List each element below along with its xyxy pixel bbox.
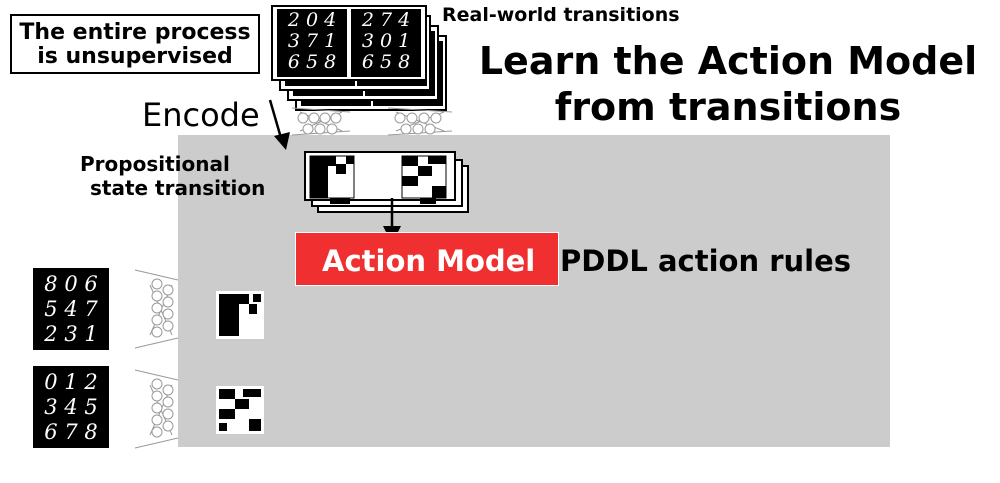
action-model-label: Action Model bbox=[322, 244, 536, 278]
state-bits-before bbox=[309, 155, 355, 199]
background-panel bbox=[178, 135, 890, 447]
title-line-2: from transitions bbox=[554, 85, 902, 129]
pddl-rules-label: PDDL action rules bbox=[560, 244, 852, 278]
mnist-panel-1 bbox=[33, 268, 109, 350]
propositional-line-1: Propositional bbox=[80, 152, 230, 176]
mnist-before-row-3: 6 5 8 bbox=[287, 51, 337, 73]
encoder-network-left bbox=[134, 269, 179, 449]
mnist-left-2-row-2: 3 4 5 bbox=[44, 395, 98, 419]
state-bits-left-1 bbox=[216, 291, 264, 339]
mnist-after-image bbox=[351, 9, 421, 77]
mnist-before-image bbox=[277, 9, 347, 77]
state-bits-after bbox=[401, 155, 447, 199]
mnist-left-panels bbox=[33, 268, 109, 448]
propositional-line-2: state transition bbox=[90, 176, 266, 200]
real-world-transition-stack bbox=[271, 5, 447, 111]
mnist-before-row-1: 2 0 4 bbox=[287, 9, 337, 31]
unsupervised-note: The entire process is unsupervised bbox=[10, 14, 260, 74]
mnist-left-1-row-3: 2 3 1 bbox=[44, 322, 98, 346]
equals-sign: = bbox=[530, 242, 556, 278]
encode-label: Encode bbox=[142, 96, 260, 134]
action-model-box bbox=[295, 232, 559, 286]
mnist-after-row-2: 3 0 1 bbox=[361, 30, 411, 52]
mnist-left-1-digits: 8 0 6 5 4 7 2 3 1 bbox=[33, 272, 109, 347]
real-world-label: Real-world transitions bbox=[442, 4, 680, 26]
mnist-after-digits: 2 7 4 3 0 1 6 5 8 bbox=[354, 10, 418, 73]
page-title: Learn the Action Model from transitions bbox=[478, 38, 978, 130]
propositional-label: Propositional state transition bbox=[80, 152, 265, 200]
mnist-before-digits: 2 0 4 3 7 1 6 5 8 bbox=[280, 10, 344, 73]
encoder-network-top bbox=[291, 107, 453, 136]
mnist-left-2-digits: 0 1 2 3 4 5 6 7 8 bbox=[33, 370, 109, 445]
note-line-1: The entire process bbox=[19, 20, 251, 45]
mnist-after-row-1: 2 7 4 bbox=[361, 9, 411, 31]
state-bits-left-2 bbox=[216, 386, 264, 434]
mnist-panel-2 bbox=[33, 366, 109, 448]
encode-arrow bbox=[268, 99, 290, 150]
mnist-before-row-2: 3 7 1 bbox=[287, 30, 337, 52]
mnist-left-2-row-1: 0 1 2 bbox=[44, 370, 98, 394]
mnist-left-1-row-2: 5 4 7 bbox=[44, 297, 98, 321]
mnist-left-1-row-1: 8 0 6 bbox=[44, 272, 98, 296]
mnist-after-row-3: 6 5 8 bbox=[361, 51, 411, 73]
propositional-state-stack bbox=[304, 151, 469, 213]
title-line-1: Learn the Action Model bbox=[478, 39, 978, 83]
mnist-left-2-row-3: 6 7 8 bbox=[44, 420, 98, 444]
note-line-2: is unsupervised bbox=[37, 44, 233, 69]
